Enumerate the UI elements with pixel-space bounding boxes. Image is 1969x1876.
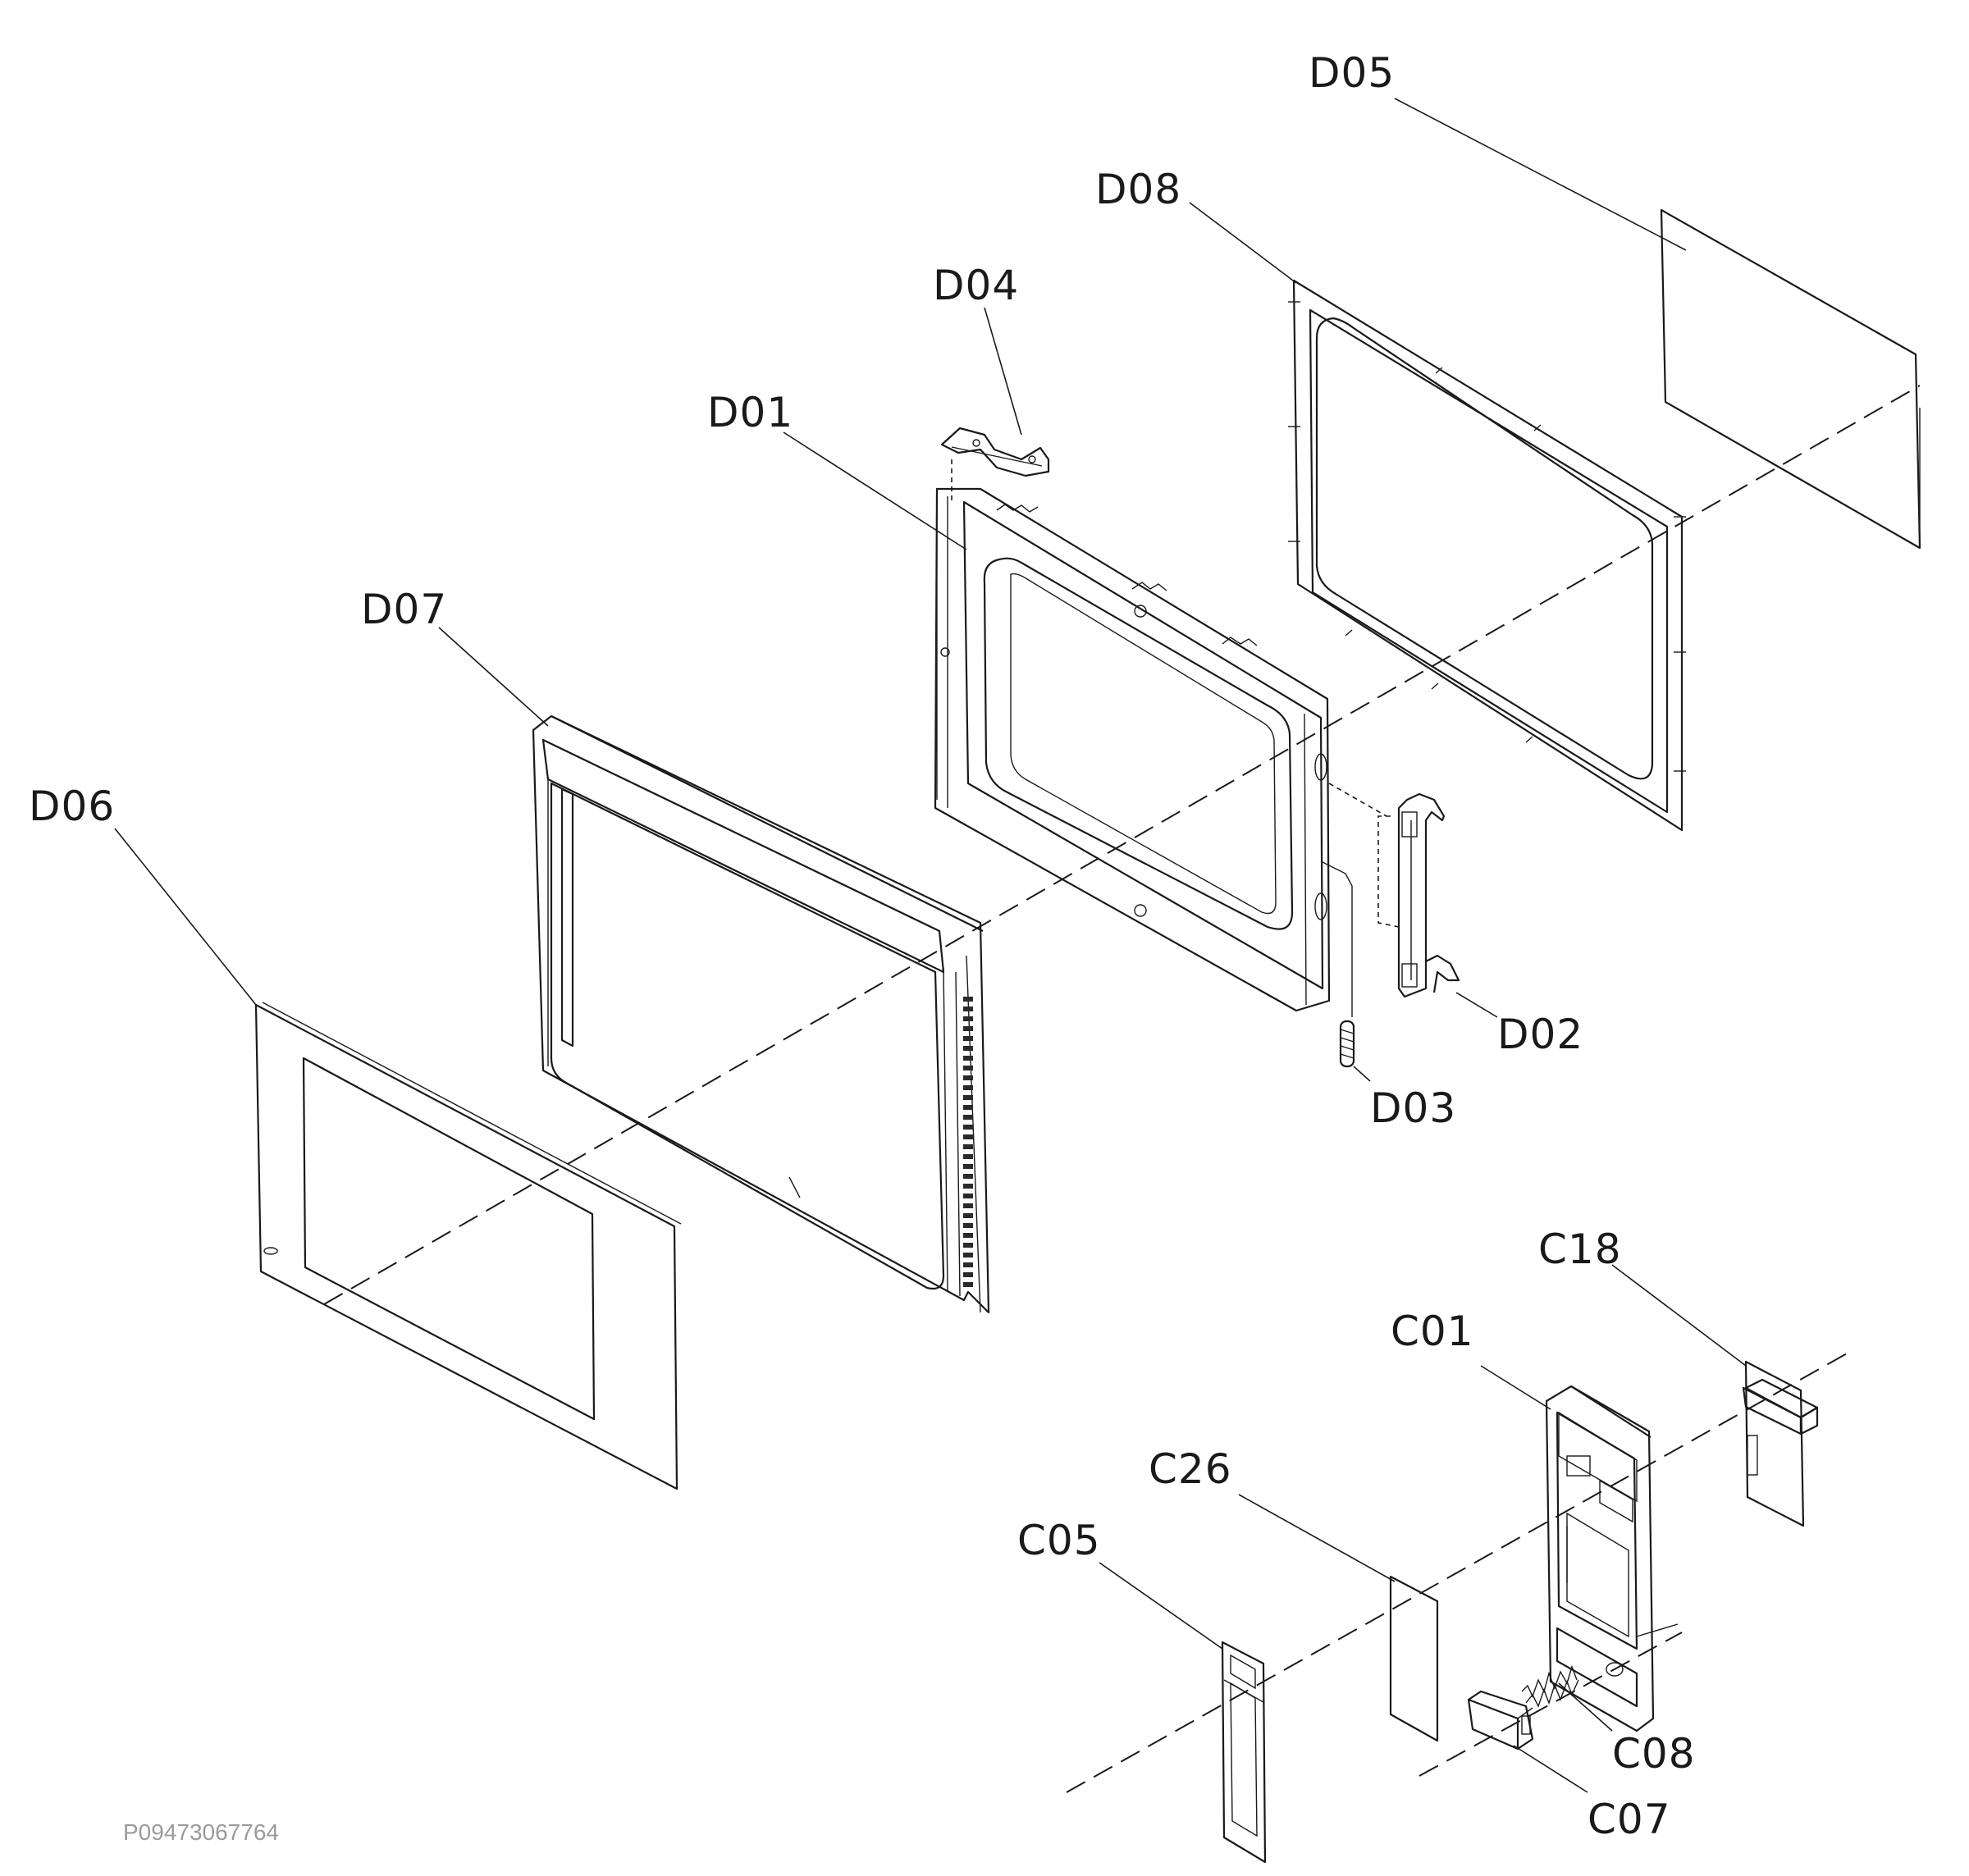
vent-slot (963, 1272, 973, 1277)
vent-slot (963, 1223, 973, 1228)
vent-slot (963, 997, 973, 1002)
part-d07-front-bezel (532, 714, 990, 1314)
vent-slot (963, 1164, 973, 1169)
vent-slot (963, 1046, 973, 1051)
part-d02-latch-hooks (1377, 792, 1460, 998)
vent-slot (963, 1006, 973, 1011)
vent-slot (963, 1144, 973, 1149)
vent-slot (963, 1036, 973, 1041)
vent-slot (963, 1085, 973, 1090)
label-c08: C08 (1612, 1730, 1696, 1778)
vent-slot (963, 1194, 973, 1198)
part-c05-membrane (1221, 1641, 1267, 1864)
vent-slot (963, 1154, 973, 1159)
drawing-code: P09473067764 (123, 1819, 279, 1845)
vent-slot (963, 1125, 973, 1130)
label-d03: D03 (1370, 1084, 1456, 1132)
assembly-axes (323, 385, 1921, 1793)
part-c26-film (1389, 1575, 1439, 1742)
label-d05: D05 (1309, 49, 1395, 97)
part-d04-hinge (940, 427, 1050, 500)
vent-slot (963, 1026, 973, 1031)
vent-slot (963, 1262, 973, 1267)
part-c01-control-frame (1545, 1385, 1679, 1732)
vent-slot (963, 1282, 973, 1287)
part-d08-choke-frame (1288, 279, 1686, 832)
part-d01-door-frame (934, 487, 1387, 1012)
part-c07-push-button (1467, 1690, 1534, 1750)
part-d03-spring (1320, 860, 1355, 1068)
label-d04: D04 (933, 262, 1019, 309)
label-c18: C18 (1538, 1226, 1622, 1273)
leader-lines (114, 98, 1747, 1793)
vent-slot (963, 1184, 973, 1189)
label-d02: D02 (1497, 1011, 1583, 1058)
vent-slot (963, 1243, 973, 1248)
vent-slot (963, 1174, 973, 1179)
vent-slot (963, 1056, 973, 1061)
part-d06-outer-glass (254, 1002, 682, 1490)
label-d06: D06 (29, 783, 115, 830)
vent-slot (963, 1075, 973, 1080)
vent-slot (963, 1233, 973, 1238)
label-c07: C07 (1588, 1796, 1671, 1843)
part-c18-pcb (1742, 1360, 1819, 1527)
label-d01: D01 (707, 389, 793, 436)
vent-slot (963, 1134, 973, 1139)
vent-slot (963, 1213, 973, 1218)
part-d07-vent-slots (963, 997, 973, 1287)
vent-slot (963, 1016, 973, 1021)
vent-slot (963, 1066, 973, 1070)
label-d07: D07 (361, 586, 447, 633)
vent-slot (963, 1203, 973, 1208)
label-c26: C26 (1149, 1445, 1232, 1493)
part-d05-glass (1660, 208, 1921, 550)
label-d08: D08 (1095, 166, 1181, 213)
label-c01: C01 (1391, 1308, 1474, 1355)
vent-slot (963, 1253, 973, 1258)
label-c05: C05 (1017, 1517, 1101, 1564)
vent-slot (963, 1105, 973, 1110)
part-labels: D05 D08 D04 D01 D07 D06 D02 D03 C18 C01 … (29, 49, 1696, 1843)
vent-slot (963, 1115, 973, 1120)
part-c08-spring (1521, 1664, 1579, 1708)
vent-slot (963, 1095, 973, 1100)
